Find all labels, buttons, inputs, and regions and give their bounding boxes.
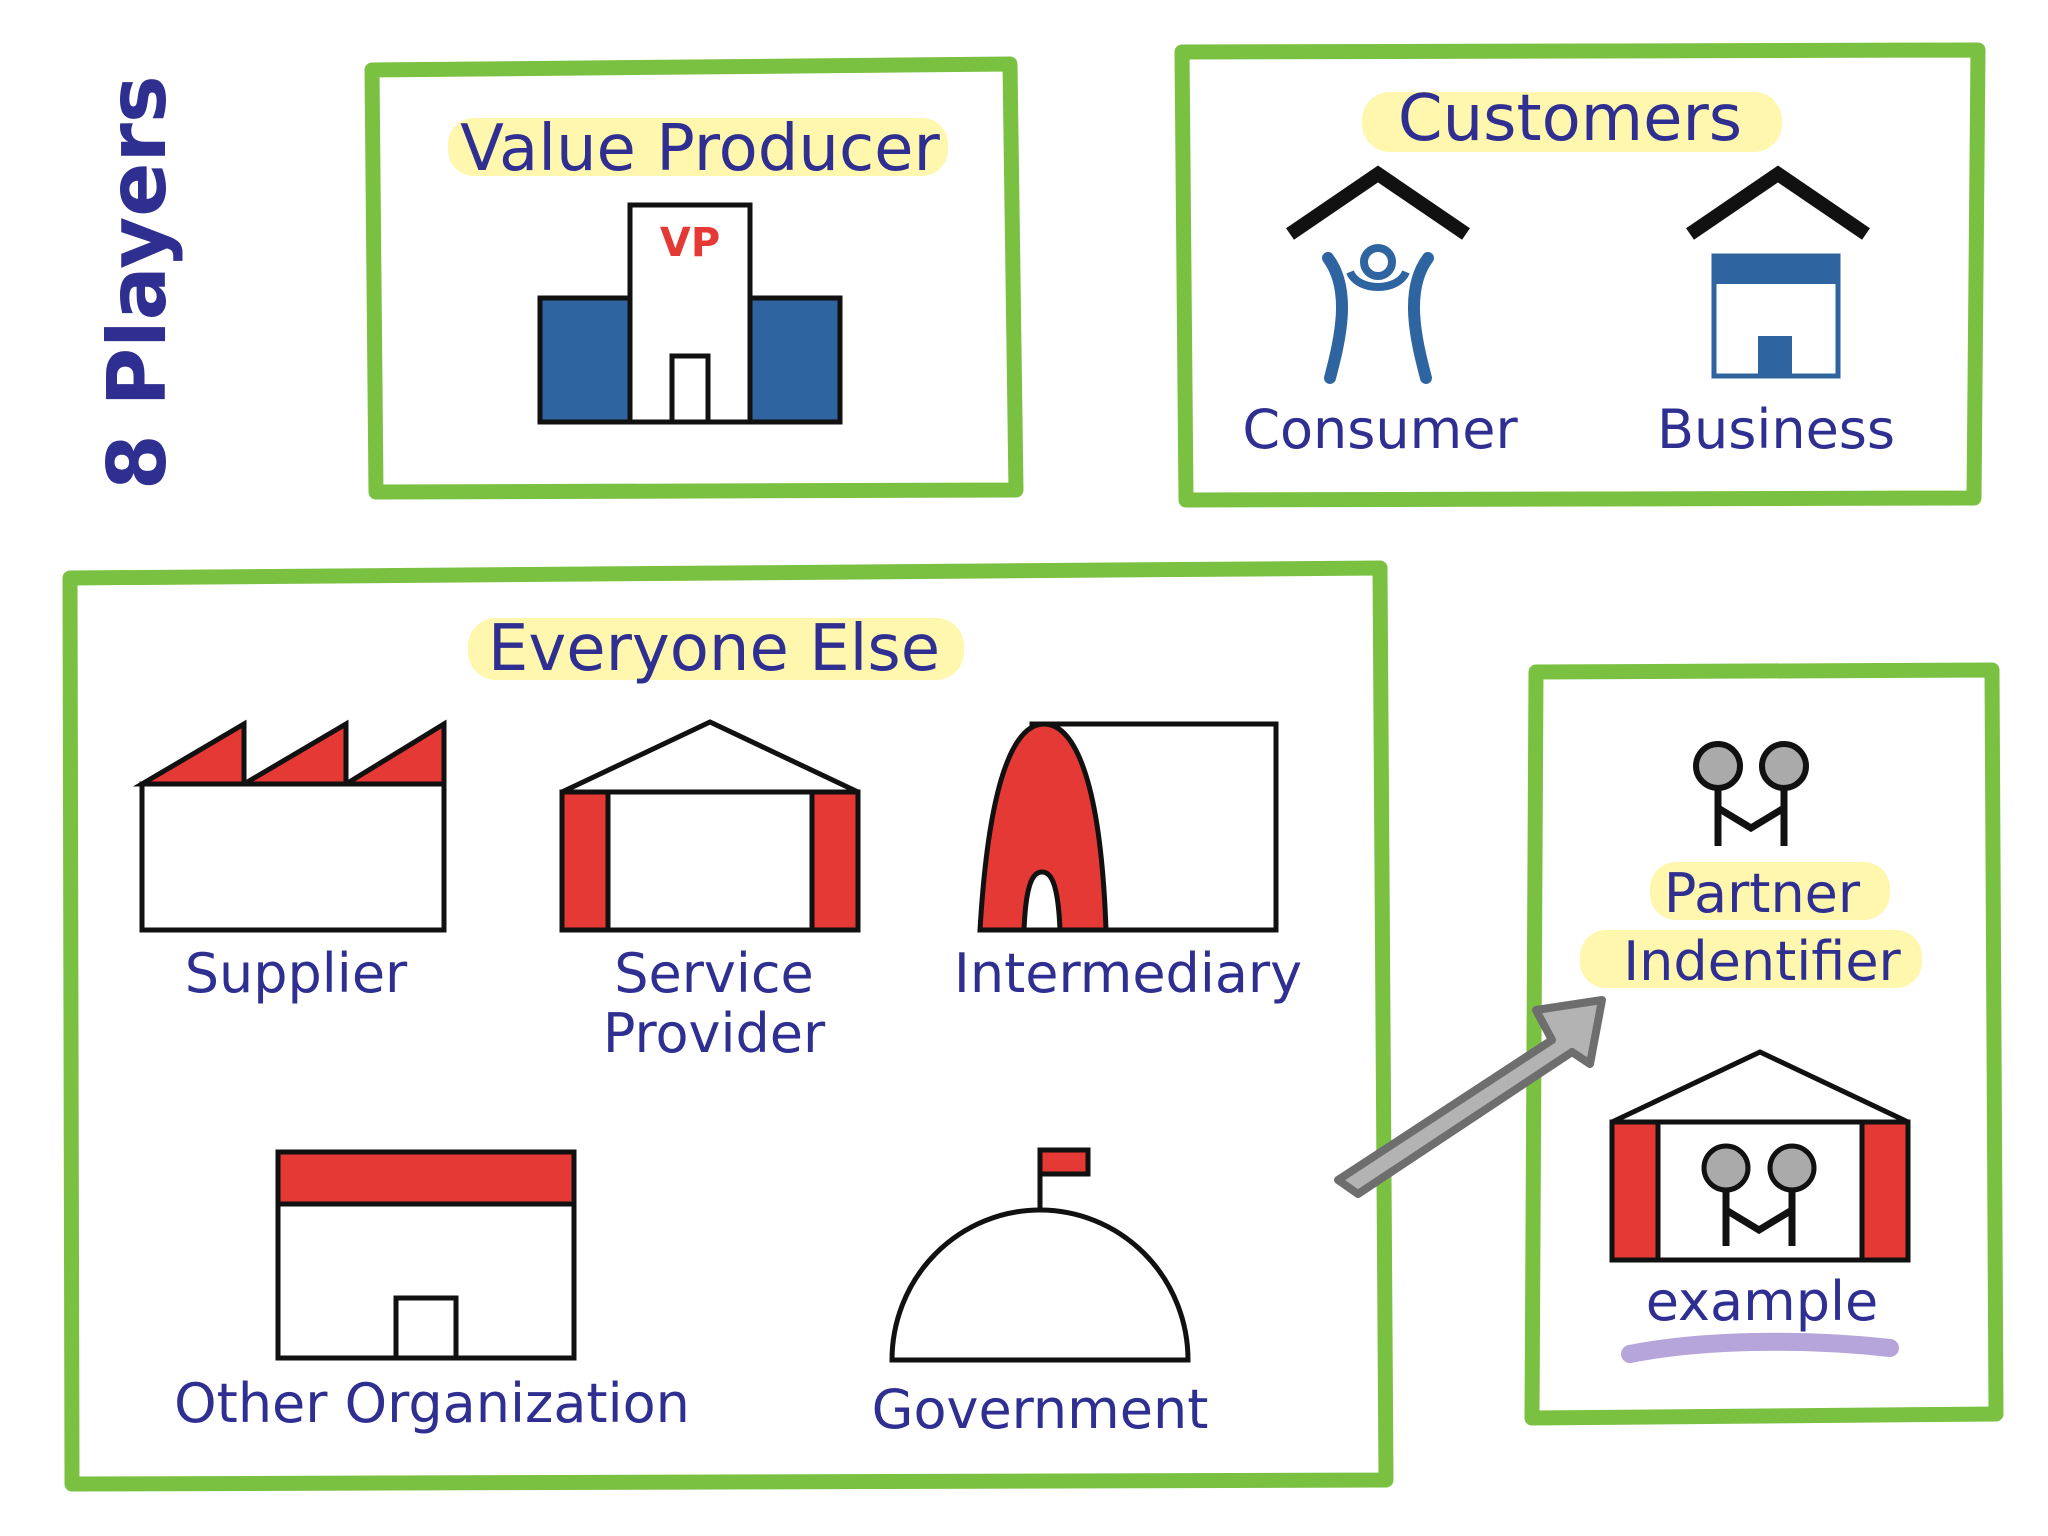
partner-highlight-1 [1650, 862, 1890, 920]
supplier-label: Supplier [185, 942, 408, 1005]
vp-badge: VP [660, 220, 720, 266]
everyone-else-title: Everyone Else [488, 612, 940, 686]
dome-flag-icon [889, 1147, 1191, 1363]
handshake-pins-icon [1693, 741, 1809, 846]
arrow-icon [1334, 996, 1606, 1198]
partner-line2: Indentifier [1623, 930, 1901, 993]
everyone-else-frame [62, 560, 1394, 1492]
office-icon [275, 1149, 577, 1361]
partner-line1: Partner [1664, 862, 1861, 925]
service-provider-line1: Service [614, 942, 814, 1005]
value-producer-highlight [448, 118, 948, 176]
example-warehouse-icon [1609, 1049, 1911, 1263]
everyone-else-box: Everyone Else Supplier Service Provider … [62, 560, 1394, 1492]
customers-highlight [1362, 92, 1782, 152]
consumer-label: Consumer [1242, 398, 1518, 461]
customers-box: Customers Consumer Business [1174, 42, 1986, 508]
intermediary-label: Intermediary [954, 942, 1302, 1005]
example-label: example [1646, 1270, 1878, 1333]
example-underline [1621, 1332, 1899, 1363]
factory-icon [132, 719, 447, 933]
customers-title: Customers [1398, 82, 1742, 156]
value-producer-box: Value Producer VP [364, 56, 1024, 500]
partner-frame [1524, 662, 2004, 1426]
everyone-else-highlight [468, 618, 964, 680]
partner-highlight-2 [1580, 930, 1922, 988]
government-label: Government [872, 1378, 1209, 1441]
person-house-icon [1286, 165, 1470, 384]
partner-box: Partner Indentifier example [1524, 662, 2004, 1426]
service-provider-line2: Provider [603, 1002, 826, 1065]
warehouse-icon [559, 719, 861, 933]
side-title: 8 Players [91, 75, 184, 490]
customers-frame [1174, 42, 1986, 508]
value-producer-frame [364, 56, 1024, 500]
building-icon [537, 202, 843, 425]
other-organization-label: Other Organization [174, 1372, 690, 1435]
tent-icon [977, 721, 1279, 933]
business-label: Business [1657, 398, 1895, 461]
store-house-icon [1686, 165, 1870, 379]
value-producer-title: Value Producer [460, 112, 940, 186]
